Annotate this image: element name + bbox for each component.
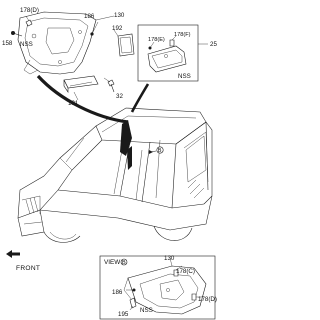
lid-192	[113, 29, 135, 57]
label-view: VIEW	[104, 259, 121, 266]
front-direction-indicator: FRONT	[6, 250, 40, 272]
top-right-parts-box: 178(E) 178(F) 25 NSS	[137, 24, 217, 82]
vehicle-body-shell	[17, 107, 213, 243]
label-178e: 178(E)	[148, 37, 165, 43]
bolt-32	[103, 77, 115, 93]
label-178f: 178(F)	[174, 32, 191, 38]
label-186-top: 186	[84, 13, 95, 20]
label-158: 158	[2, 40, 13, 47]
label-32: 32	[116, 93, 123, 100]
label-nss-bot: NSS	[140, 307, 153, 314]
callout-arrow-left	[36, 74, 129, 124]
parts-diagram: 178(D) 186 130 158 NSS 192 191 32 178(E)…	[2, 7, 217, 320]
top-left-parts-cluster: 178(D) 186 130 158 NSS 192 191 32	[2, 7, 135, 107]
label-130-bot: 130	[164, 255, 175, 262]
label-192: 192	[112, 25, 123, 32]
label-25: 25	[210, 41, 217, 48]
svg-text:B: B	[158, 148, 162, 154]
label-178d-bot: 178(D)	[198, 296, 217, 303]
bracket-191	[63, 75, 99, 101]
label-178c: 178(C)	[176, 268, 195, 275]
bolt-158	[11, 31, 23, 37]
label-178d-top: 178(D)	[20, 7, 39, 14]
view-b-detail-box: VIEW B 130 178(C) 186 178(D) NSS 195	[99, 255, 217, 320]
label-nss-right: NSS	[178, 73, 191, 80]
screw-186-top	[90, 21, 99, 36]
view-b-marker: B	[149, 146, 164, 154]
svg-text:B: B	[122, 260, 126, 266]
label-186-bot: 186	[112, 289, 123, 296]
label-195: 195	[118, 311, 129, 318]
callout-arrow-right	[130, 83, 150, 113]
clip-178d-top	[25, 15, 33, 27]
label-front: FRONT	[16, 265, 40, 272]
label-nss-top: NSS	[20, 41, 33, 48]
label-130-top: 130	[114, 12, 125, 19]
trim-panel-130	[17, 11, 97, 75]
